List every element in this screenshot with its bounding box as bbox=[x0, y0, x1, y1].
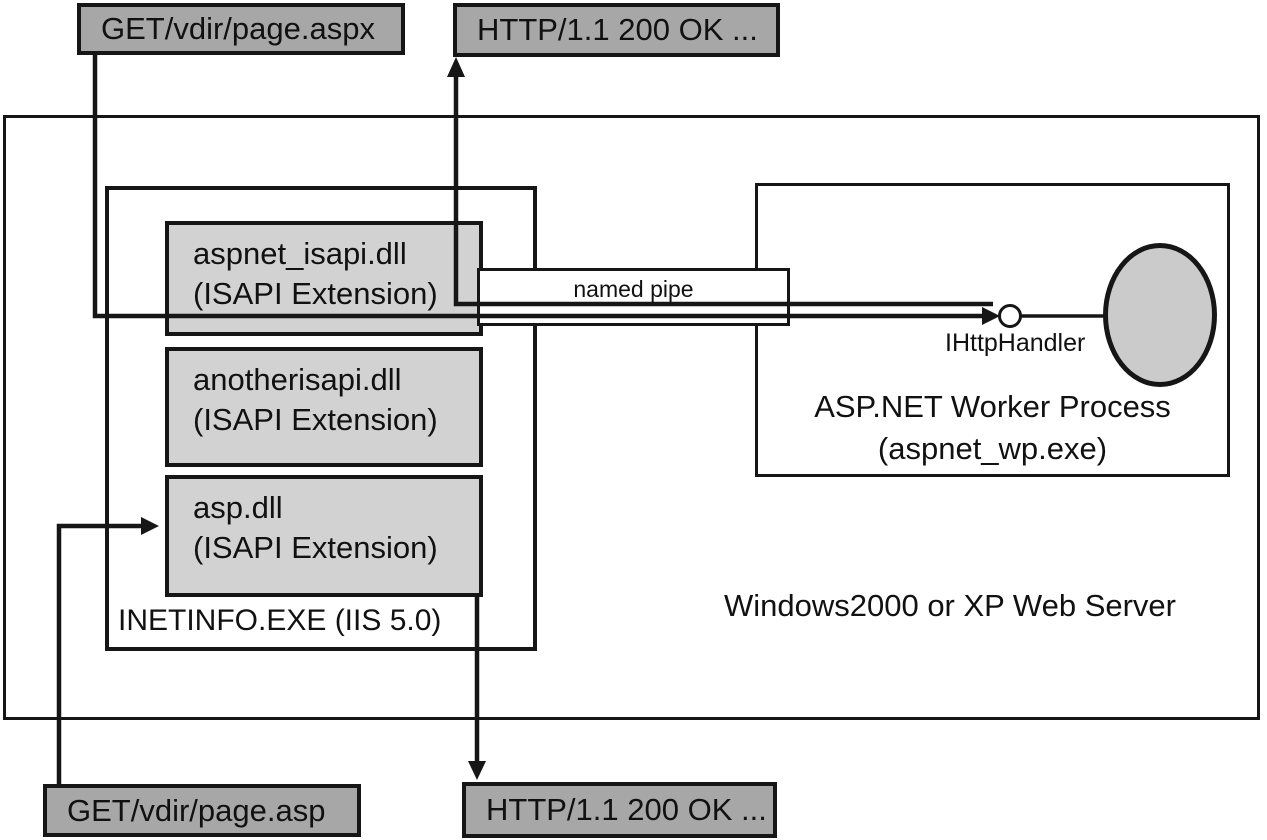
aspx-response-label: HTTP/1.1 200 OK ... bbox=[477, 12, 758, 47]
aspx-response-box: HTTP/1.1 200 OK ... bbox=[453, 3, 780, 57]
asp-request-box: GET/vdir/page.asp bbox=[43, 784, 361, 837]
named-pipe-box: named pipe bbox=[477, 268, 790, 326]
module-name: asp.dll bbox=[193, 490, 283, 525]
aspx-request-label: GET/vdir/page.aspx bbox=[101, 11, 375, 46]
module-box-anotherisapi: anotherisapi.dll (ISAPI Extension) bbox=[165, 347, 483, 467]
asp-response-arrowhead bbox=[468, 761, 486, 780]
inetinfo-label: INETINFO.EXE (IIS 5.0) bbox=[118, 604, 442, 637]
module-type: (ISAPI Extension) bbox=[193, 530, 438, 565]
web-server-label: Windows2000 or XP Web Server bbox=[723, 588, 1176, 623]
module-box-asp: asp.dll (ISAPI Extension) bbox=[165, 475, 483, 597]
asp-response-box: HTTP/1.1 200 OK ... bbox=[462, 782, 777, 838]
module-box-aspnet-isapi: aspnet_isapi.dll (ISAPI Extension) bbox=[165, 221, 483, 336]
asp-request-label: GET/vdir/page.asp bbox=[67, 792, 326, 828]
module-name: aspnet_isapi.dll bbox=[193, 236, 407, 271]
module-type: (ISAPI Extension) bbox=[193, 402, 438, 437]
module-type: (ISAPI Extension) bbox=[193, 276, 438, 311]
ihttphandler-label: IHttpHandler bbox=[945, 329, 1086, 357]
asp-response-label: HTTP/1.1 200 OK ... bbox=[486, 792, 767, 827]
aspx-response-arrowhead bbox=[447, 57, 465, 77]
worker-process-label: ASP.NET Worker Process (aspnet_wp.exe) bbox=[755, 386, 1230, 470]
worker-process-name: ASP.NET Worker Process bbox=[814, 389, 1171, 424]
worker-component-ellipse bbox=[1103, 243, 1217, 387]
worker-process-exe: (aspnet_wp.exe) bbox=[877, 431, 1108, 466]
module-name: anotherisapi.dll bbox=[193, 362, 402, 397]
aspx-request-box: GET/vdir/page.aspx bbox=[77, 3, 405, 55]
named-pipe-label: named pipe bbox=[573, 276, 694, 302]
